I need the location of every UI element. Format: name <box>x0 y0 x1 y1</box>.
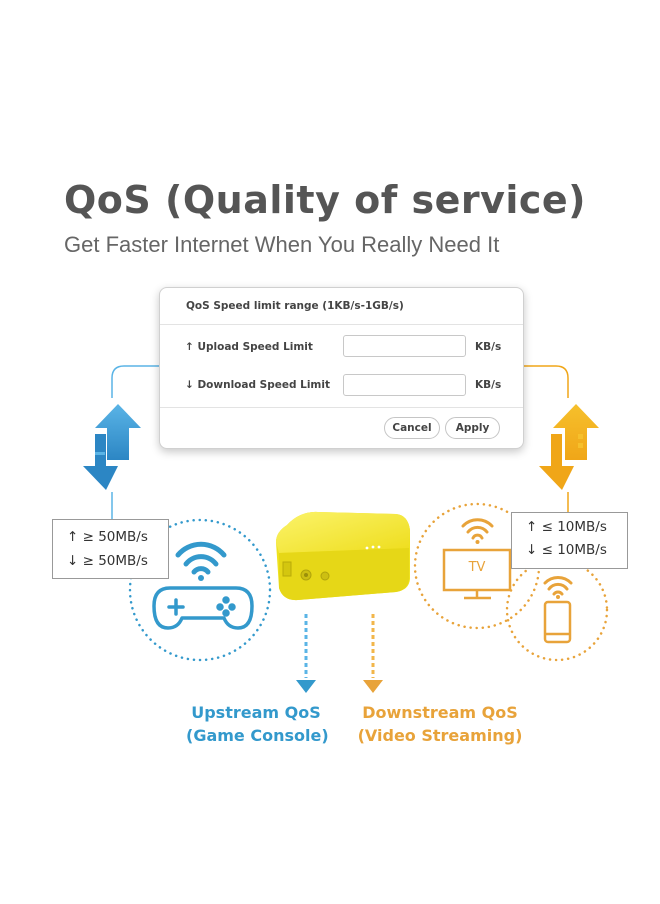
upload-speed-label: Upload Speed Limit <box>197 341 313 353</box>
page-subtitle: Get Faster Internet When You Really Need… <box>64 232 500 257</box>
upstream-speed-box: ↑ ≥ 50MB/s ↓ ≥ 50MB/s <box>52 519 169 579</box>
downstream-caption-title: Downstream QoS <box>362 703 518 722</box>
download-unit: KB/s <box>475 379 502 391</box>
phone-icon <box>543 600 572 644</box>
gamepad-icon <box>152 586 254 630</box>
tv-icon <box>442 548 512 600</box>
upstream-caption: Upstream QoS (Game Console) <box>186 701 329 747</box>
wifi-icon <box>175 541 227 581</box>
router-icon <box>276 511 410 601</box>
qos-settings-panel: QoS Speed limit range (1KB/s-1GB/s) ↑ Up… <box>159 287 524 449</box>
tv-label: TV <box>468 560 486 575</box>
upstream-caption-subtitle: (Game Console) <box>186 726 329 745</box>
downstream-download-speed: ↓ ≤ 10MB/s <box>526 542 607 558</box>
download-speed-label: Download Speed Limit <box>197 379 330 391</box>
orange-updown-arrow-icon <box>539 404 599 490</box>
phone-wifi-icon <box>543 576 573 599</box>
phone-circle <box>505 558 609 662</box>
download-speed-input[interactable] <box>343 374 466 396</box>
page-title: QoS (Quality of service) <box>64 178 587 222</box>
upstream-caption-title: Upstream QoS <box>191 703 321 722</box>
up-arrow-icon: ↑ <box>185 341 194 353</box>
down-arrow-icon: ↓ <box>185 379 194 391</box>
left-connector-line <box>111 365 159 520</box>
upstream-upload-speed: ↑ ≥ 50MB/s <box>67 529 148 545</box>
upload-speed-row: ↑ Upload Speed Limit <box>185 341 313 353</box>
right-connector-line <box>522 365 569 513</box>
downstream-speed-box: ↑ ≤ 10MB/s ↓ ≤ 10MB/s <box>511 512 628 569</box>
blue-updown-arrow-icon <box>83 404 141 490</box>
downstream-caption-subtitle: (Video Streaming) <box>357 726 523 745</box>
upload-unit: KB/s <box>475 341 502 353</box>
apply-button[interactable]: Apply <box>445 417 500 439</box>
game-console-circle <box>128 518 272 662</box>
cancel-button[interactable]: Cancel <box>384 417 440 439</box>
tv-wifi-icon <box>461 518 494 544</box>
upstream-download-speed: ↓ ≥ 50MB/s <box>67 553 148 569</box>
divider <box>160 324 523 325</box>
panel-title: QoS Speed limit range (1KB/s-1GB/s) <box>186 300 404 312</box>
downstream-down-arrow-icon <box>363 614 383 693</box>
downstream-caption: Downstream QoS (Video Streaming) <box>356 701 524 747</box>
download-speed-row: ↓ Download Speed Limit <box>185 379 330 391</box>
divider <box>160 407 523 408</box>
upstream-down-arrow-icon <box>296 614 316 693</box>
upload-speed-input[interactable] <box>343 335 466 357</box>
downstream-upload-speed: ↑ ≤ 10MB/s <box>526 519 607 535</box>
